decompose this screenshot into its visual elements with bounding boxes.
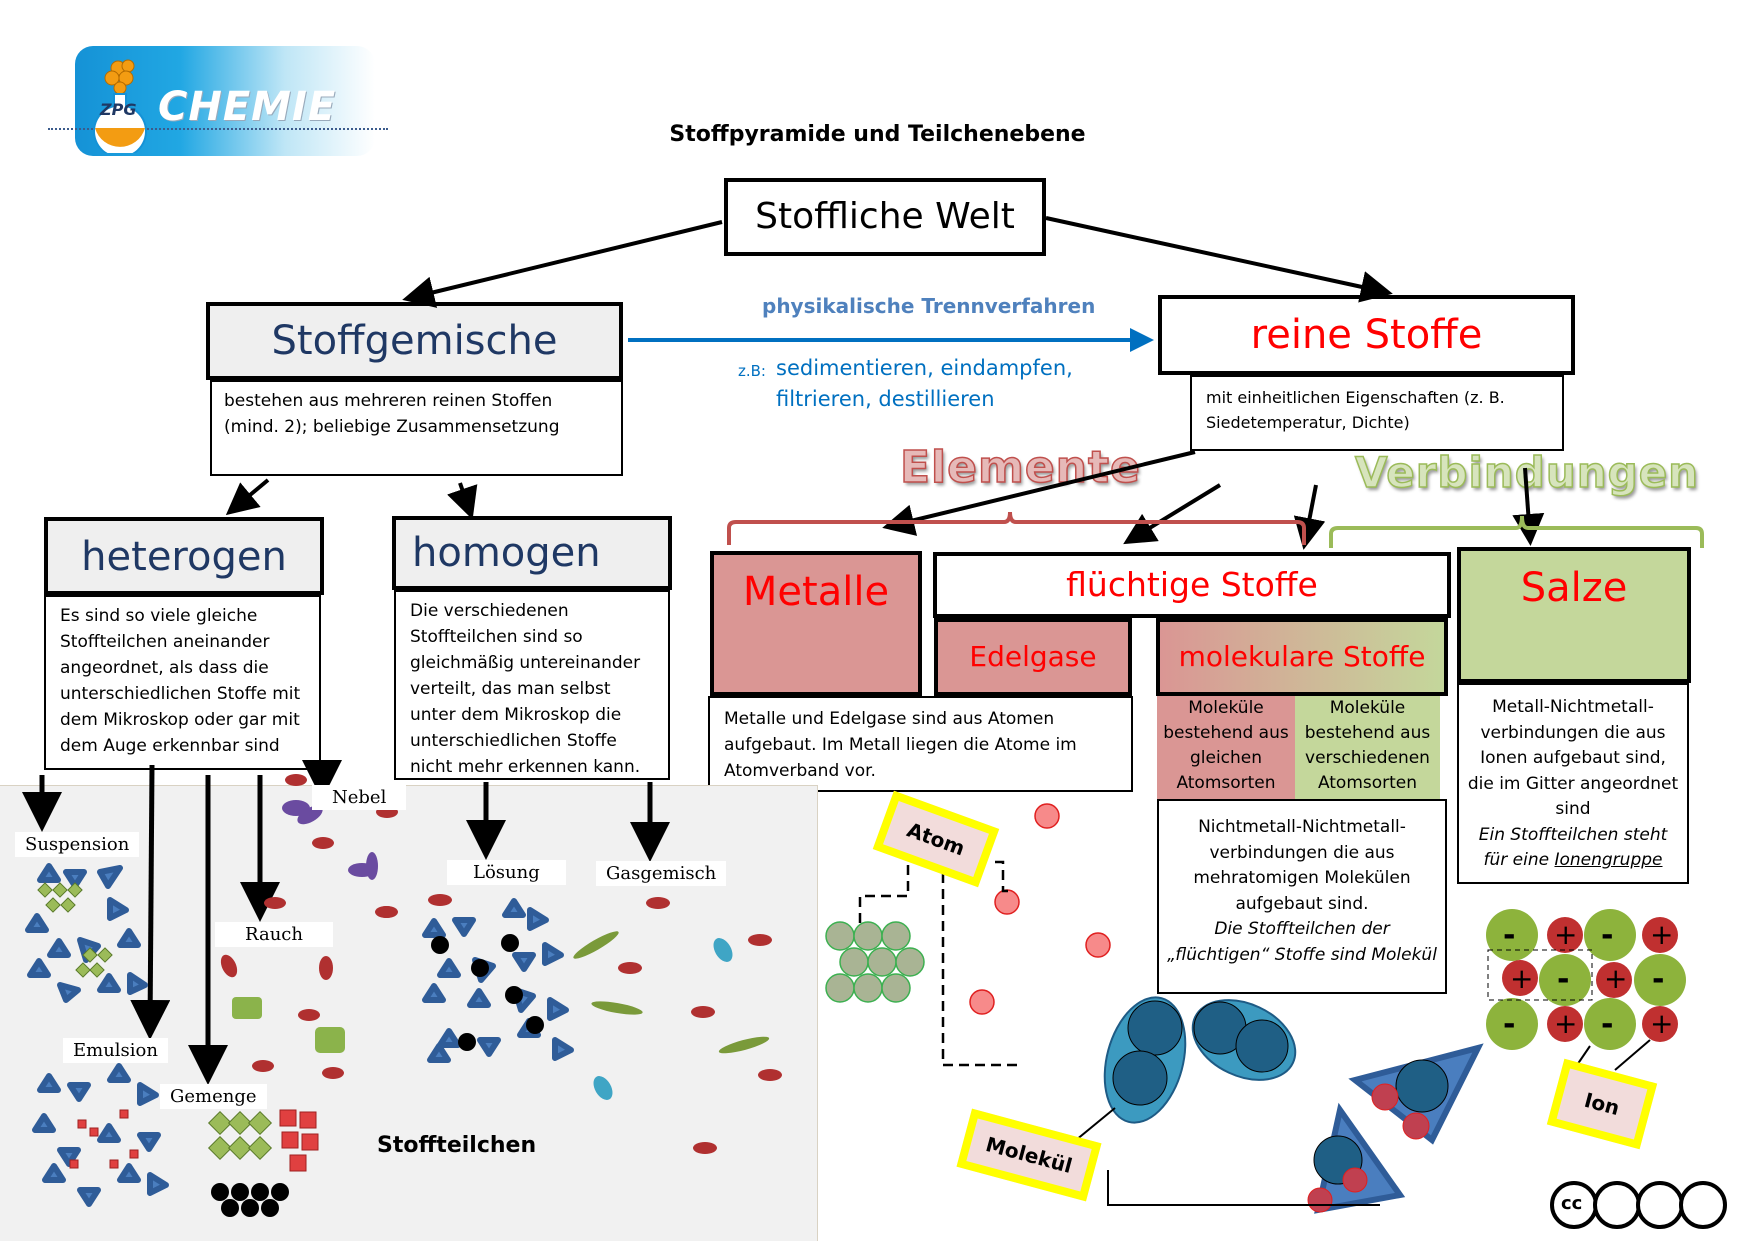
noble-gases-label: Edelgase — [969, 640, 1097, 673]
ion-minus: - — [1601, 918, 1614, 953]
arrow-to-pure — [1045, 216, 1393, 303]
pure-label: reine Stoffe — [1250, 312, 1483, 358]
molecule-label: Molekül — [956, 1108, 1102, 1202]
ion-minus: - — [1557, 962, 1570, 997]
ion-plus: + — [1554, 918, 1578, 951]
molecule-label-text: Molekül — [983, 1131, 1075, 1179]
separation-prefix: z.B: — [738, 362, 766, 380]
metals-node: Metalle — [710, 551, 922, 696]
pure-description: mit einheitlichen Eigenschaften (z. B. S… — [1190, 375, 1564, 451]
label-gemenge: Gemenge — [160, 1084, 267, 1109]
license-cc: cc — [1561, 1193, 1583, 1214]
label-rauch: Rauch — [215, 922, 333, 947]
ion-label: Ion — [1546, 1058, 1658, 1150]
ion-plus: + — [1650, 1007, 1674, 1040]
separation-examples-1: sedimentieren, eindampfen, — [776, 356, 1073, 380]
heterogen-node: heterogen — [44, 517, 324, 595]
heterogen-label: heterogen — [81, 534, 287, 580]
atom-connectors — [858, 860, 1020, 1067]
volatile-label: flüchtige Stoffe — [1066, 565, 1318, 604]
ion-label-text: Ion — [1581, 1087, 1623, 1121]
label-nebel: Nebel — [312, 785, 407, 810]
logo-brand: CHEMIE — [158, 84, 337, 130]
different-atoms-note: Moleküle bestehend aus verschiedenen Ato… — [1295, 696, 1440, 799]
ion-plus: + — [1650, 918, 1674, 951]
metal-atom-lattice — [825, 921, 925, 1003]
root-label: Stoffliche Welt — [755, 196, 1015, 237]
compounds-group-label: Verbindungen — [1354, 447, 1700, 498]
label-loesung: Lösung — [447, 860, 566, 885]
salts-description: Metall-Nichtmetall-verbindungen die aus … — [1457, 683, 1689, 884]
label-gasgemisch: Gasgemisch — [596, 861, 727, 886]
flask-icon — [93, 59, 147, 153]
elements-bracket — [727, 511, 1306, 545]
ion-plus: + — [1554, 1007, 1578, 1040]
particles-label: Stoffteilchen — [377, 1133, 537, 1158]
arrow-to-volatile — [1123, 483, 1222, 545]
separation-label: physikalische Trennverfahren — [762, 294, 1096, 318]
volatile-description-italic: Die Stoffteilchen der „flüchtigen“ Stoff… — [1167, 919, 1437, 965]
ion-minus: - — [1503, 1007, 1516, 1042]
label-emulsion: Emulsion — [63, 1038, 168, 1063]
same-atoms-note: Moleküle bestehend aus gleichen Atomsort… — [1157, 696, 1295, 799]
salts-description-italic: Ein Stoffteilchen steht für eine — [1478, 824, 1668, 871]
salts-label: Salze — [1520, 565, 1628, 611]
salts-node: Salze — [1457, 547, 1691, 683]
ion-minus: - — [1601, 1007, 1614, 1042]
heterogen-description: Es sind so viele gleiche Stoffteilchen a… — [44, 595, 321, 770]
homogen-node: homogen — [392, 516, 672, 590]
noble-gases-node: Edelgase — [934, 618, 1132, 696]
molecular-label: molekulare Stoffe — [1178, 640, 1426, 673]
label-suspension: Suspension — [15, 832, 140, 857]
volatile-description: Nichtmetall-Nichtmetall-verbindungen die… — [1157, 799, 1447, 994]
molecules — [1103, 996, 1484, 1214]
ion-plus: + — [1604, 962, 1628, 995]
salts-description-text: Metall-Nichtmetall-verbindungen die aus … — [1467, 697, 1679, 819]
ion-minus: - — [1652, 962, 1665, 997]
root-node: Stoffliche Welt — [724, 178, 1046, 256]
mixtures-label: Stoffgemische — [271, 318, 558, 364]
volatile-description-text: Nichtmetall-Nichtmetall-verbindungen die… — [1193, 817, 1411, 914]
separation-examples-2: filtrieren, destillieren — [776, 387, 995, 411]
ion-minus: - — [1503, 918, 1516, 953]
volatile-node: flüchtige Stoffe — [933, 552, 1451, 618]
arrow-to-heterogen — [225, 478, 270, 516]
molecular-node: molekulare Stoffe — [1156, 618, 1448, 696]
elements-group-label: Elemente — [899, 441, 1141, 494]
metals-label: Metalle — [742, 569, 890, 615]
atom-label: Atom — [872, 790, 1000, 888]
salts-description-underline: Ionengruppe — [1554, 850, 1663, 870]
arrow-to-mixtures — [402, 220, 723, 308]
mixtures-description: bestehen aus mehreren reinen Stoffen (mi… — [210, 380, 623, 476]
arrow-to-molecular — [1293, 484, 1326, 550]
atom-label-text: Atom — [903, 817, 969, 861]
compounds-bracket — [1329, 515, 1704, 548]
page-title: Stoffpyramide und Teilchenebene — [669, 122, 1086, 147]
mixtures-node: Stoffgemische — [206, 302, 623, 380]
ion-plus: + — [1510, 962, 1534, 995]
homogen-description: Die verschiedenen Stoffteilchen sind so … — [394, 590, 670, 780]
metals-description: Metalle und Edelgase sind aus Atomen auf… — [708, 696, 1133, 792]
pure-substances-node: reine Stoffe — [1158, 295, 1575, 375]
homogen-label: homogen — [412, 530, 601, 576]
logo-divider — [48, 128, 388, 130]
logo-badge: ZPG — [100, 100, 137, 119]
arrow-to-homogen — [447, 482, 478, 520]
